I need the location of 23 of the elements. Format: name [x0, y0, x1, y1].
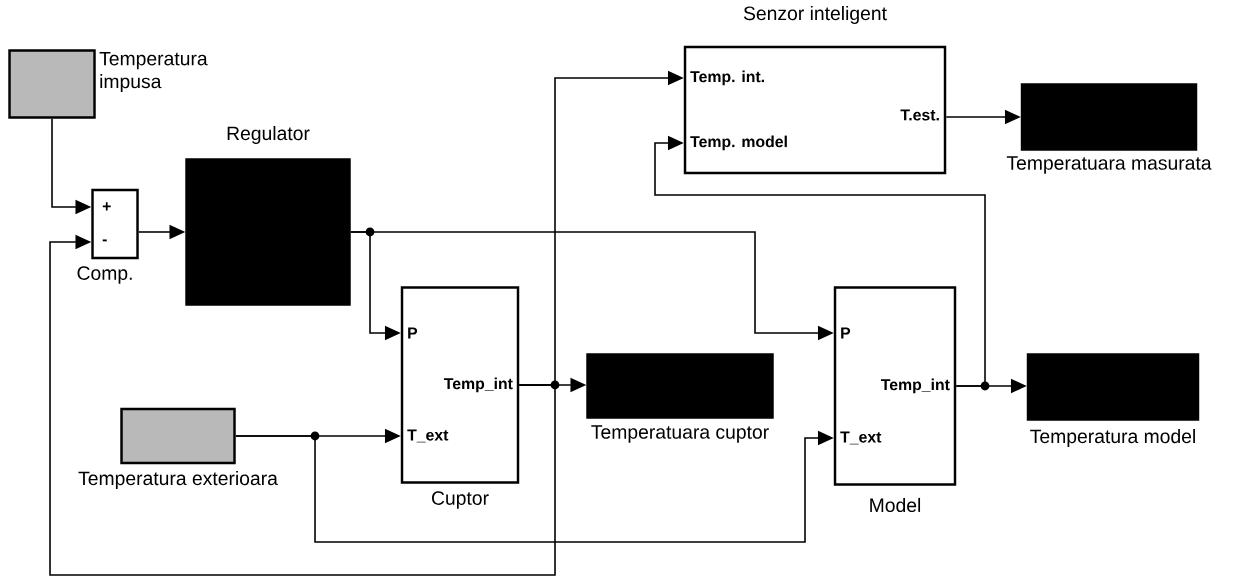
block-label: Temperatura exterioara [78, 471, 278, 489]
port-label: T_ext [840, 431, 882, 445]
port-label: Temp. model [690, 135, 787, 151]
block-label: Comp. [77, 266, 132, 284]
block-label: Model [870, 497, 921, 513]
port-label: Temp. int. [690, 70, 764, 86]
block-label: Temperatura impusa [99, 51, 208, 93]
port-label: T.est. [900, 109, 939, 121]
port-label: Temp_int [443, 377, 513, 393]
block-label: Temperatuara masurata [1006, 156, 1212, 174]
block-label: Cuptor [432, 491, 489, 509]
block-label: Regulator [227, 126, 310, 144]
port-label: + [102, 202, 111, 211]
block-label: Senzor inteligent [743, 6, 887, 24]
block-label: Temperatura model [1030, 429, 1195, 447]
port-label: P [841, 327, 851, 339]
port-label: T_ext [407, 429, 449, 443]
arrow [49, 234, 556, 576]
port-label: Temp_int [880, 378, 950, 394]
port-label: - [102, 239, 107, 242]
block-label: Temperatuara cuptor [591, 425, 769, 443]
port-label: P [408, 327, 418, 339]
arrow [654, 135, 986, 387]
